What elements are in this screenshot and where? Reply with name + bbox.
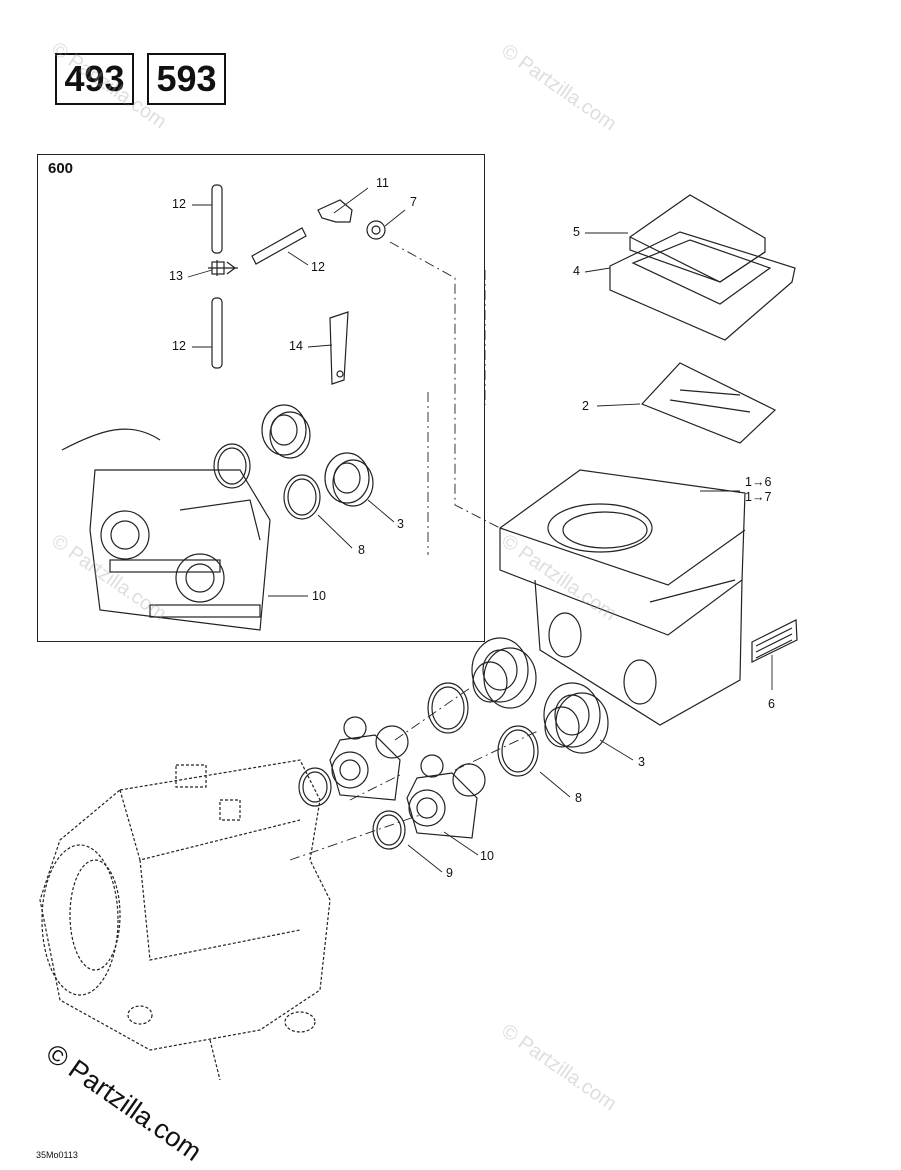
inset-boot-3a	[261, 404, 311, 459]
drawing-id: 35Mo0113	[36, 1150, 78, 1160]
callout-10: 10	[480, 849, 494, 863]
callout-10-inset: 10	[312, 589, 326, 603]
engine-outline	[39, 759, 331, 1081]
callout-1-to-7: 1→7	[745, 490, 772, 504]
callout-4: 4	[573, 264, 580, 278]
clamp-8a	[427, 682, 469, 734]
callout-2: 2	[582, 399, 589, 413]
inset-leaders	[187, 187, 406, 597]
callout-7: 7	[410, 195, 417, 209]
boot-3a	[471, 637, 537, 709]
carburetor-10b	[406, 754, 486, 839]
inset-carburetor-assembly	[61, 428, 271, 631]
clamp-9b	[372, 810, 406, 850]
callout-3-inset: 3	[397, 517, 404, 531]
airbox-1	[499, 469, 746, 726]
callout-3: 3	[638, 755, 645, 769]
clamp-8b	[497, 725, 539, 777]
fitting-11	[317, 199, 353, 223]
plate-2	[640, 362, 777, 444]
callout-6: 6	[768, 697, 775, 711]
callout-13: 13	[169, 269, 183, 283]
callout-5: 5	[573, 225, 580, 239]
inset-boot-3b	[324, 452, 374, 507]
callout-12-bottom: 12	[172, 339, 186, 353]
inset-clamp-b	[283, 474, 321, 520]
model-code-593: 593	[147, 53, 226, 105]
clamp-9a	[298, 767, 332, 807]
callout-12-diagonal: 12	[311, 260, 325, 274]
boot-3b	[543, 682, 609, 754]
tool-14	[329, 311, 349, 385]
callout-11: 11	[376, 176, 389, 190]
callout-8: 8	[575, 791, 582, 805]
fitting-13	[208, 260, 238, 276]
inset-600-frame	[37, 154, 485, 642]
decal-6	[751, 619, 798, 663]
inset-clamp-a	[213, 443, 251, 489]
carburetor-10a	[329, 716, 409, 801]
callout-1-to-6: 1→6	[745, 475, 772, 489]
cap-7	[366, 220, 386, 240]
filter-frame-4	[609, 231, 796, 341]
hose-12-top	[211, 184, 223, 254]
main-leaders	[407, 232, 773, 873]
inset-600-title: 600	[48, 160, 74, 177]
callout-14: 14	[289, 339, 303, 353]
model-code-493: 493	[55, 53, 134, 105]
callout-9: 9	[446, 866, 453, 880]
hose-12-diagonal	[251, 227, 307, 265]
callout-8-inset: 8	[358, 543, 365, 557]
callout-12-top: 12	[172, 197, 186, 211]
filter-5	[629, 194, 766, 283]
hose-12-bottom	[211, 297, 223, 369]
